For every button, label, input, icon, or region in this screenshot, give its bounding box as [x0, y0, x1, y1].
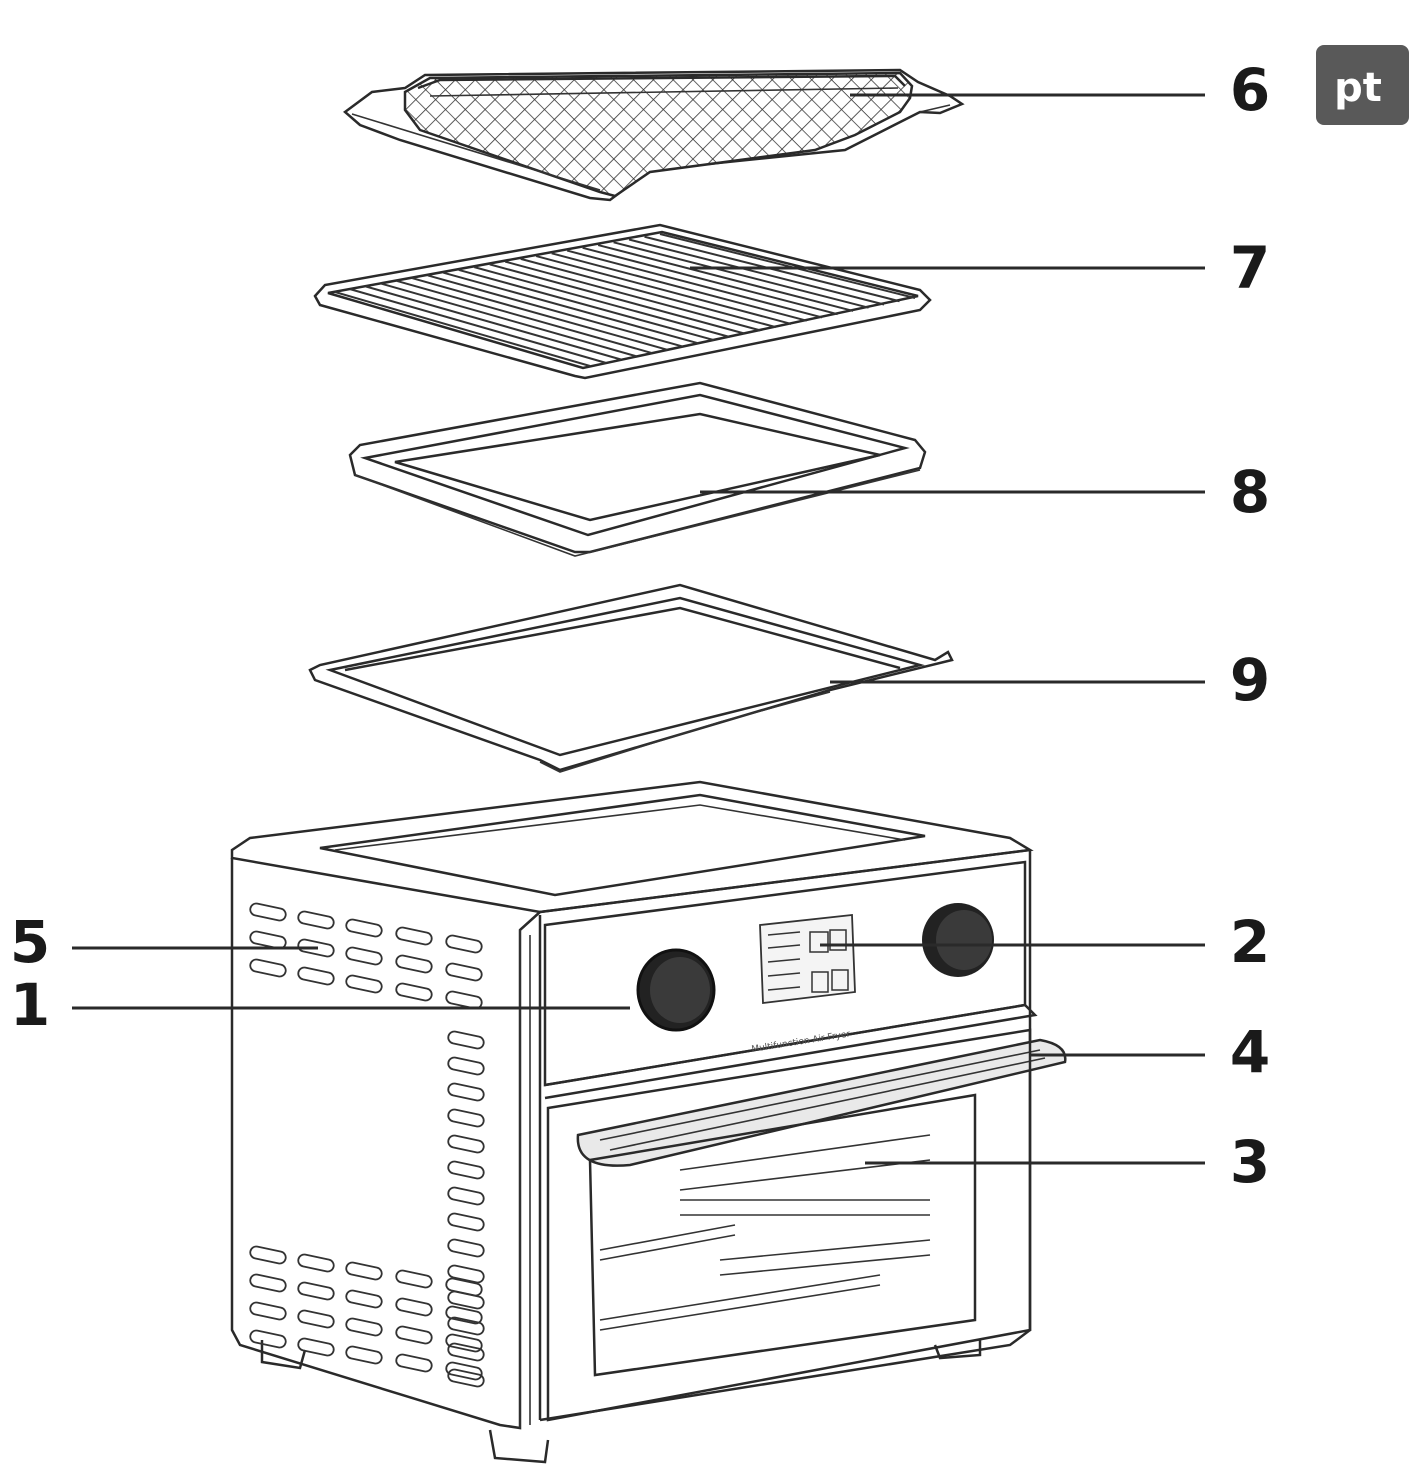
rack-bar — [334, 291, 591, 367]
vent-slot — [345, 1345, 383, 1365]
vent-slot — [345, 1261, 383, 1281]
mesh-basket — [343, 68, 965, 202]
vent-slot — [447, 1082, 485, 1102]
vent-slot — [447, 1290, 485, 1310]
rack-bar — [659, 233, 916, 299]
vent-slot — [447, 1342, 485, 1362]
vent-slot — [249, 1301, 287, 1321]
callout-6: 6 — [1230, 56, 1270, 124]
vent-slot — [395, 954, 433, 974]
vent-slot — [249, 1329, 287, 1349]
door-handle — [576, 1038, 1067, 1167]
vent-slot — [447, 1368, 485, 1388]
rack-bar — [597, 244, 854, 312]
vent-slot — [345, 1289, 383, 1309]
rack-bar — [520, 257, 776, 329]
rack-bar — [412, 277, 668, 351]
vent-slot — [249, 1273, 287, 1293]
language-tab-label: pt — [1334, 65, 1382, 111]
vent-slot — [345, 946, 383, 966]
oven-body: Multifunction Air Fryer — [230, 780, 1067, 1464]
vent-slot — [297, 1253, 335, 1273]
vent-slot — [447, 1316, 485, 1336]
callout-1: 1 — [10, 971, 50, 1039]
rack-bar — [582, 246, 838, 316]
timer-knob — [636, 948, 716, 1032]
rack-bar — [551, 252, 807, 322]
vent-slot — [447, 1238, 485, 1258]
vent-slot — [447, 1186, 485, 1206]
vent-slot — [297, 1309, 335, 1329]
drip-tray — [308, 583, 954, 773]
vent-slot — [345, 918, 383, 938]
vent-slot — [445, 990, 483, 1010]
vent-slot — [447, 1108, 485, 1128]
vent-slot — [345, 1317, 383, 1337]
lcd-display — [759, 914, 856, 1005]
rack-bar — [504, 260, 761, 332]
rack-bar — [535, 255, 792, 325]
rack-bar — [458, 268, 715, 342]
vent-slot — [447, 1030, 485, 1050]
baking-pan — [348, 381, 927, 557]
callout-2: 2 — [1230, 908, 1270, 976]
vent-slot — [447, 1264, 485, 1284]
vent-slot — [345, 974, 383, 994]
rack-bar — [474, 266, 730, 338]
vent-slot — [395, 1269, 433, 1289]
side-vents — [249, 902, 485, 1388]
vent-slot — [445, 1361, 483, 1381]
language-tab: pt — [1316, 45, 1409, 125]
oven-door — [546, 1028, 1032, 1422]
rack-bar — [613, 241, 869, 309]
vent-slot — [445, 1305, 483, 1325]
vent-slot — [395, 926, 433, 946]
callout-4: 4 — [1230, 1018, 1270, 1086]
callout-3: 3 — [1230, 1128, 1270, 1196]
vent-slot — [447, 1134, 485, 1154]
vent-slot — [447, 1212, 485, 1232]
vent-slot — [445, 934, 483, 954]
vent-slot — [395, 982, 433, 1002]
vent-slot — [297, 1337, 335, 1357]
vent-slot — [249, 930, 287, 950]
vent-slot — [395, 1297, 433, 1317]
vent-slot — [249, 1245, 287, 1265]
rack-bar — [566, 249, 823, 319]
vent-slot — [447, 1160, 485, 1180]
vent-slot — [249, 902, 287, 922]
brand-text: Multifunction Air Fryer — [751, 1029, 851, 1055]
rack-bar — [381, 282, 637, 358]
rack-bar — [427, 274, 684, 348]
rack-bar — [350, 288, 606, 364]
callout-5: 5 — [10, 908, 50, 976]
rack-bar — [396, 279, 653, 355]
vent-slot — [395, 1325, 433, 1345]
rack-bar — [443, 271, 699, 345]
vent-slot — [445, 1333, 483, 1353]
vent-slot — [445, 962, 483, 982]
vent-slot — [297, 966, 335, 986]
vent-slot — [297, 910, 335, 930]
language-tab-bg — [1316, 45, 1409, 125]
callout-9: 9 — [1230, 646, 1270, 714]
rack-bar — [365, 285, 622, 361]
vent-slot — [395, 1353, 433, 1373]
vent-slot — [297, 938, 335, 958]
callout-8: 8 — [1230, 458, 1270, 526]
callout-7: 7 — [1230, 234, 1270, 302]
vent-slot — [297, 1281, 335, 1301]
temperature-knob — [922, 903, 994, 977]
vent-slot — [447, 1056, 485, 1076]
rack-bar — [628, 238, 885, 306]
rack-bar — [489, 263, 746, 335]
wire-rack — [313, 223, 932, 380]
vent-slot — [249, 958, 287, 978]
